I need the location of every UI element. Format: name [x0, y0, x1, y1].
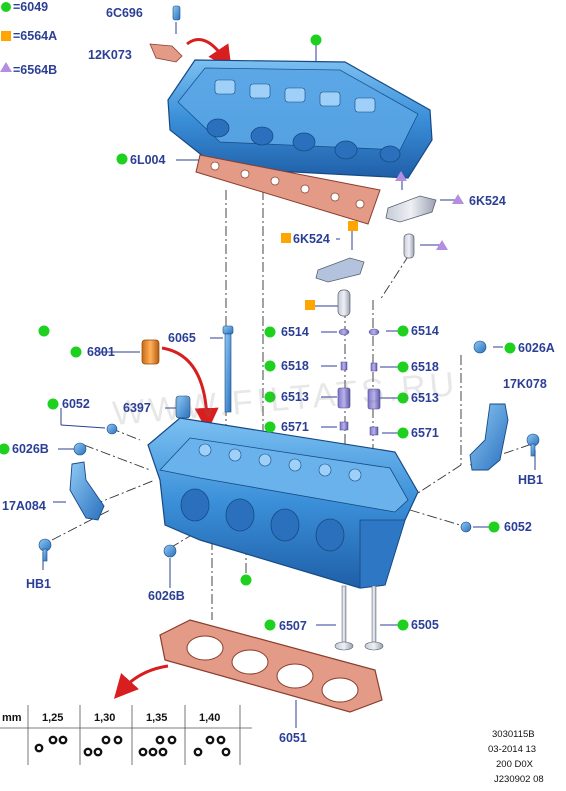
red-arrows: [113, 38, 232, 699]
table-thickness-2: 1,30: [94, 712, 116, 724]
green-markers: [0, 34, 516, 631]
part-label-6801[interactable]: 6801: [87, 345, 115, 359]
part-label-6k524-right[interactable]: 6K524: [469, 194, 506, 208]
leader-lines: [42, 22, 536, 728]
table-thickness-1: 1,25: [42, 712, 64, 724]
part-label-6514-left[interactable]: 6514: [281, 325, 309, 339]
table-thickness-3: 1,35: [146, 712, 168, 724]
part-label-6065[interactable]: 6065: [168, 331, 196, 345]
gasket-thickness-table: [0, 705, 252, 765]
legend-markers: [0, 2, 12, 72]
doc-meta-3: 200 D0X: [496, 759, 533, 770]
legend-label-purple: =6564B: [13, 63, 58, 77]
part-label-6051[interactable]: 6051: [279, 731, 307, 745]
arrow-swap-1: [186, 38, 232, 70]
orange-markers: [281, 221, 358, 310]
part-label-hb1-right[interactable]: HB1: [518, 473, 544, 487]
table-unit: mm: [2, 712, 22, 724]
camshaft-carrier-illustration: [149, 5, 433, 179]
part-label-17a084[interactable]: 17A084: [2, 499, 46, 513]
part-label-6507[interactable]: 6507: [279, 619, 307, 633]
bracket-17K078: [469, 403, 509, 471]
cam-cover-gasket-6L004: [195, 154, 381, 225]
part-label-6052-right[interactable]: 6052: [504, 520, 532, 534]
part-label-6397[interactable]: 6397: [123, 401, 151, 415]
legend-purple-triangle: [0, 62, 12, 72]
doc-meta-2: 03-2014 13: [488, 744, 537, 755]
part-label-6052-left[interactable]: 6052: [62, 397, 90, 411]
head-bolt-6065: [222, 325, 234, 413]
legend-orange-square: [1, 31, 11, 41]
legend-label-orange: =6564A: [13, 29, 58, 43]
table-thickness-4: 1,40: [199, 712, 221, 724]
part-label-6513-left[interactable]: 6513: [281, 390, 309, 404]
doc-meta-1: 3030115B: [492, 729, 535, 740]
valve-train-left: [337, 328, 351, 431]
part-label-6k524-left[interactable]: 6K524: [293, 232, 330, 246]
sleeve-6801: [141, 339, 160, 365]
small-fasteners: [38, 340, 540, 562]
part-label-hb1-left[interactable]: HB1: [26, 577, 52, 591]
part-label-6514-right[interactable]: 6514: [411, 324, 439, 338]
cylinder-head-illustration: [147, 417, 419, 589]
part-label-6c696[interactable]: 6C696: [106, 6, 143, 20]
part-label-6026b-bottom[interactable]: 6026B: [148, 589, 185, 603]
arrow-swap-3: [113, 664, 169, 699]
purple-markers: [395, 171, 464, 250]
part-label-6513-right[interactable]: 6513: [411, 391, 439, 405]
valves: [334, 585, 384, 651]
part-label-6571-left[interactable]: 6571: [281, 420, 309, 434]
rocker-arm-left: [315, 257, 365, 317]
part-label-6505[interactable]: 6505: [411, 618, 439, 632]
part-label-6026b-left[interactable]: 6026B: [12, 442, 49, 456]
part-label-6571-right[interactable]: 6571: [411, 426, 439, 440]
head-gasket-6051: [159, 619, 383, 713]
part-label-12k073[interactable]: 12K073: [88, 48, 132, 62]
notch-icons: [34, 735, 231, 757]
arrow-swap-2: [161, 346, 219, 432]
legend-label-green: =6049: [13, 0, 49, 14]
valve-train-right: [367, 328, 381, 436]
legend-green-dot: [1, 2, 11, 12]
part-label-17k078[interactable]: 17K078: [503, 377, 547, 391]
part-label-6l004[interactable]: 6L004: [130, 153, 166, 167]
part-label-6026a[interactable]: 6026A: [518, 341, 555, 355]
rocker-arm-right: [385, 195, 437, 259]
doc-meta-4: J230902 08: [494, 774, 544, 785]
part-label-6518-left[interactable]: 6518: [281, 359, 309, 373]
bracket-17A084: [69, 461, 105, 521]
part-label-6518-right[interactable]: 6518: [411, 360, 439, 374]
